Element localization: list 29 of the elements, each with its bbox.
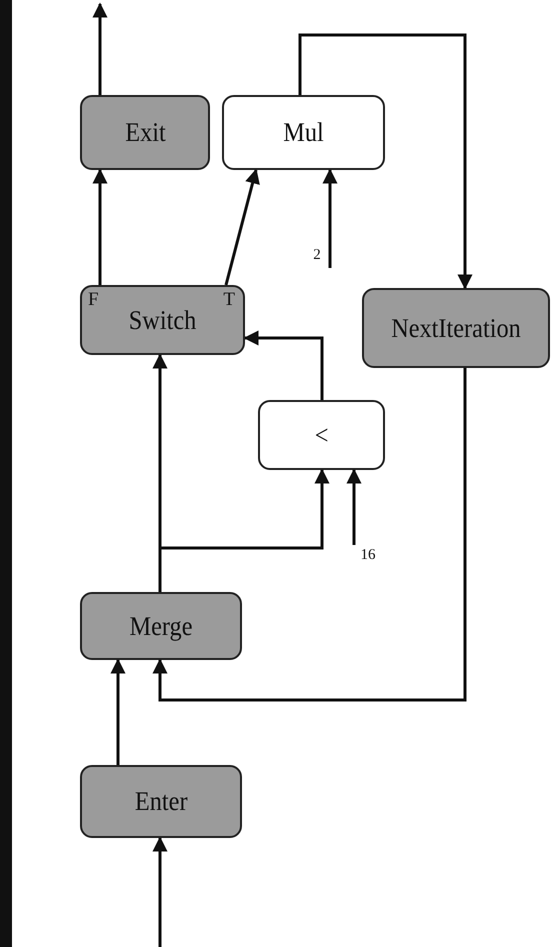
node-label: Switch [128, 304, 196, 336]
arrow [152, 368, 466, 702]
arrow [244, 330, 324, 400]
node-label: Merge [130, 610, 192, 642]
operation-box [80, 285, 245, 355]
operation-box [362, 288, 550, 368]
arrow [92, 2, 108, 95]
node-label: < [314, 420, 328, 450]
arrow [92, 168, 108, 285]
operation-box [80, 592, 242, 660]
node-label: NextIteration [391, 312, 521, 344]
arrow [152, 836, 168, 947]
arrow [224, 168, 260, 286]
node-label: Mul [283, 117, 324, 148]
arrow [322, 168, 338, 268]
node-label: Exit [124, 117, 166, 148]
arrow [110, 658, 126, 765]
operation-box [222, 95, 385, 170]
false-port-label: F [88, 289, 99, 311]
operation-box [258, 400, 385, 470]
node-label: Enter [134, 786, 188, 817]
input-value: 16 [360, 546, 376, 564]
operation-box [80, 765, 242, 838]
arrow [346, 468, 362, 545]
arrow [158, 468, 330, 592]
input-value: 2 [313, 246, 321, 264]
operation-box [80, 95, 210, 170]
arrow [298, 34, 472, 290]
true-port-label: T [223, 289, 235, 311]
